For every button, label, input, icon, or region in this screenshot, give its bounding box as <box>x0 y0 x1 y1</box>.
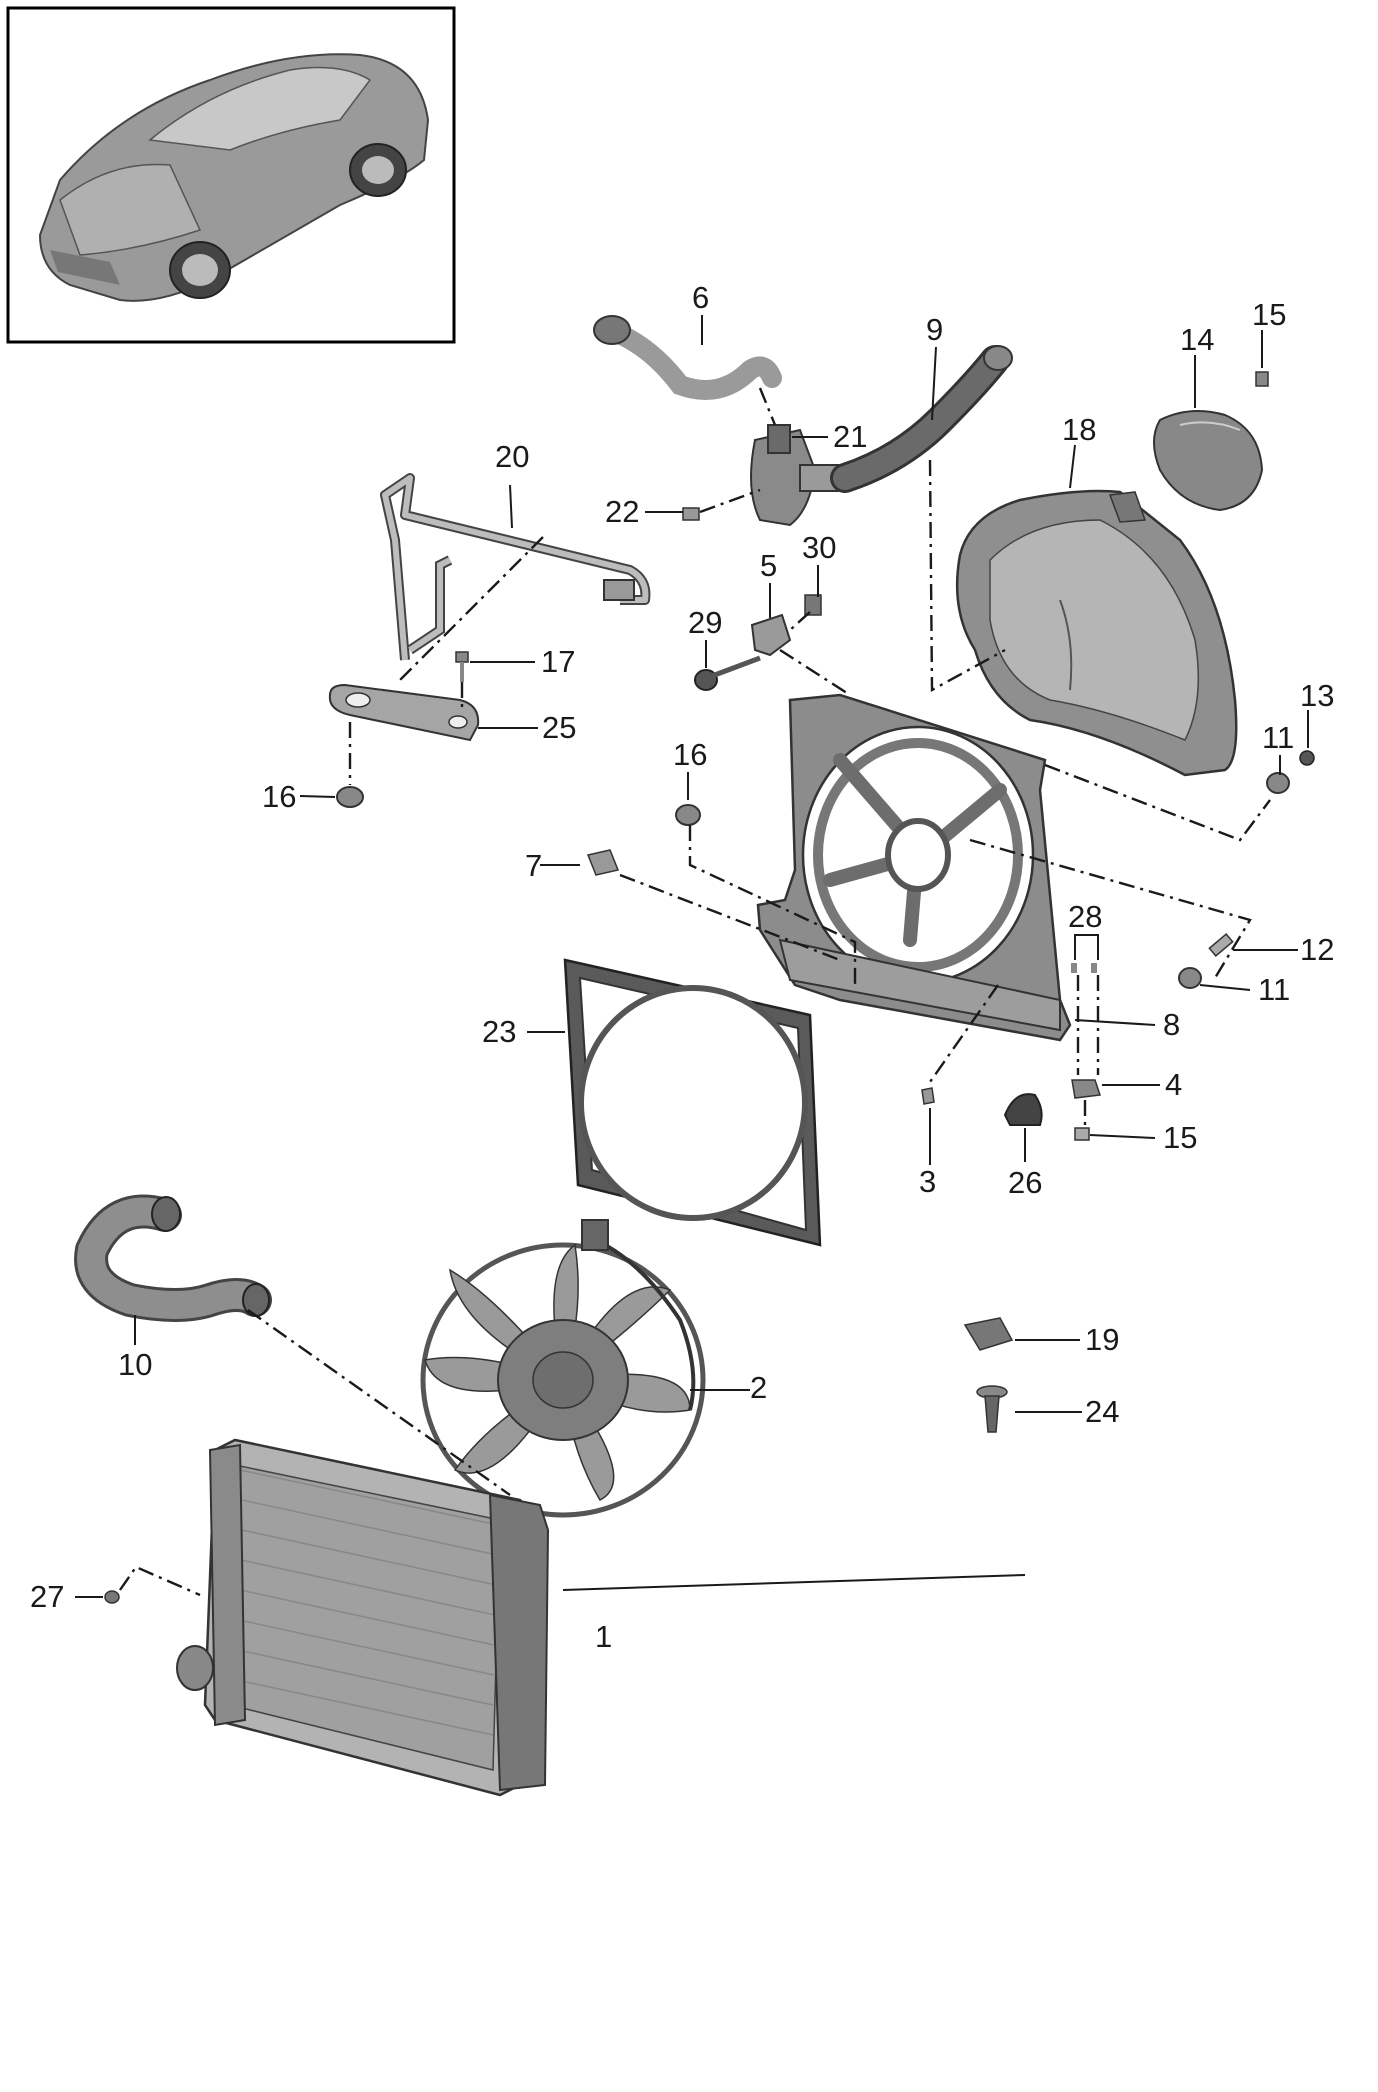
callout-30: 30 <box>802 530 836 565</box>
part-29-bolt <box>694 655 761 691</box>
part-1-radiator <box>176 1438 550 1797</box>
callout-13: 13 <box>1300 678 1334 713</box>
callout-3: 3 <box>919 1164 936 1199</box>
part-19-clip <box>963 1317 1014 1351</box>
assembly-lines <box>119 387 1271 1597</box>
part-16-nut-center <box>675 804 701 826</box>
part-20-coolant-pipe <box>380 473 651 661</box>
callout-10: 10 <box>118 1347 152 1382</box>
callout-23: 23 <box>482 1014 516 1049</box>
part-14-cover <box>1153 410 1264 512</box>
callout-5: 5 <box>760 548 777 583</box>
vehicle-thumbnail <box>6 6 456 344</box>
part-18-air-duct <box>955 489 1238 777</box>
part-9-coolant-hose <box>830 345 1013 493</box>
part-10-coolant-hose <box>74 1194 272 1322</box>
part-15-clip-lower <box>1074 1127 1090 1141</box>
callout-16-left: 16 <box>262 779 296 814</box>
part-2-radiator-fan <box>420 1219 706 1518</box>
part-15-clip-top <box>1255 371 1269 387</box>
part-11-grommet-lower <box>1178 967 1202 989</box>
part-21-thermostat-housing <box>750 424 841 527</box>
part-17-bolt <box>455 651 469 682</box>
part-16-nut-left <box>336 786 364 808</box>
part-23-fan-shroud-frame <box>563 958 822 1247</box>
callout-29: 29 <box>688 605 722 640</box>
part-22-screw <box>682 507 700 521</box>
leader-lines <box>75 315 1309 1598</box>
part-7-clip <box>586 849 620 876</box>
part-12-sleeve <box>1208 933 1234 957</box>
part-26-rubber-mount <box>1003 1093 1043 1126</box>
callout-2: 2 <box>750 1370 767 1405</box>
callout-24: 24 <box>1085 1394 1119 1429</box>
part-5-clip <box>750 613 792 657</box>
part-11-grommet-upper <box>1266 772 1290 794</box>
callout-22: 22 <box>605 494 639 529</box>
callout-21: 21 <box>833 419 867 454</box>
callout-8: 8 <box>1163 1007 1180 1042</box>
callout-26: 26 <box>1008 1165 1042 1200</box>
callout-1: 1 <box>595 1619 612 1654</box>
callout-6: 6 <box>692 280 709 315</box>
callout-17: 17 <box>541 644 575 679</box>
part-6-coolant-hose <box>593 315 782 400</box>
callout-15-top: 15 <box>1252 297 1286 332</box>
part-24-rivet <box>976 1385 1008 1433</box>
callout-28: 28 <box>1068 899 1102 934</box>
callout-11-lower: 11 <box>1258 972 1290 1007</box>
part-8-fan-frame <box>756 693 1072 1042</box>
callout-11-upper: 11 <box>1262 720 1294 755</box>
callout-25: 25 <box>542 710 576 745</box>
callout-19: 19 <box>1085 1322 1119 1357</box>
part-28-screws <box>1071 963 1097 973</box>
part-27-screw <box>104 1590 120 1604</box>
callout-27: 27 <box>30 1579 64 1614</box>
callout-14: 14 <box>1180 322 1214 357</box>
callout-20: 20 <box>495 439 529 474</box>
callout-9: 9 <box>926 312 943 347</box>
callout-15-lower: 15 <box>1163 1120 1197 1155</box>
callout-4: 4 <box>1165 1067 1182 1102</box>
part-25-bracket <box>328 683 480 742</box>
callout-18: 18 <box>1062 412 1096 447</box>
callout-12: 12 <box>1300 932 1334 967</box>
part-4-bracket <box>1071 1079 1102 1099</box>
callout-7: 7 <box>525 848 542 883</box>
callout-16-center: 16 <box>673 737 707 772</box>
part-30-clip <box>804 594 822 616</box>
callout-labels: 1 2 3 4 5 6 7 8 9 10 11 11 12 13 14 15 1… <box>30 280 1334 1654</box>
part-13-plug <box>1299 750 1315 766</box>
part-3-clip <box>921 1087 935 1105</box>
